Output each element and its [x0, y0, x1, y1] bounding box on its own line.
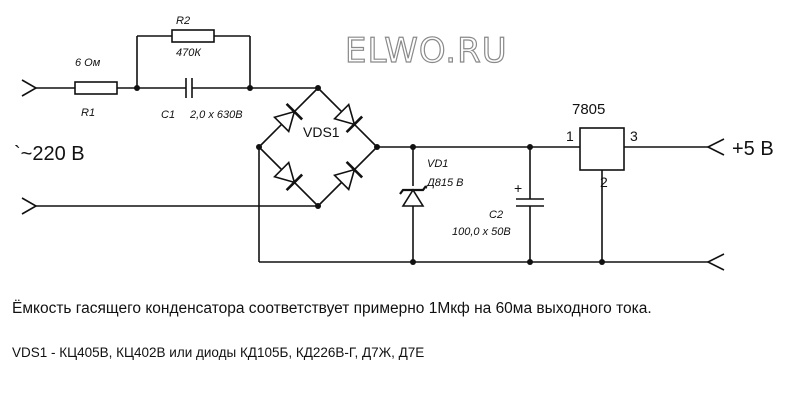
input-terminal-top — [21, 79, 75, 97]
c1-value: 2,0 х 630В — [189, 109, 243, 121]
output-terminal-ground — [706, 253, 725, 271]
input-terminal-bottom — [21, 197, 318, 215]
diode-bridge-4 — [333, 160, 364, 191]
regulator-ref: 7805 — [572, 101, 605, 118]
capacitor-c1 — [185, 78, 193, 98]
junction-dot — [247, 85, 253, 91]
resistor-r1 — [74, 81, 118, 95]
diode-bridge-1 — [333, 103, 364, 134]
r1-ref: R1 — [81, 107, 95, 119]
voltage-regulator-7805 — [579, 127, 625, 171]
c2-polarity: + — [514, 180, 522, 196]
diode-substitutes-note: VDS1 - КЦ405В, КЦ402В или диоды КД105Б, … — [12, 345, 425, 360]
watermark-logo: ELWO.RU — [345, 31, 508, 71]
output-terminal-positive — [706, 138, 725, 156]
bridge-rectifier-vds1 — [258, 87, 378, 207]
output-voltage-label: +5 В — [732, 138, 774, 160]
diode-bridge-2 — [273, 102, 304, 133]
zener-diode-vd1 — [399, 185, 427, 207]
resistor-r2 — [171, 29, 215, 43]
input-voltage-label: `~220 В — [14, 143, 85, 165]
vds1-ref: VDS1 — [303, 124, 340, 140]
capacitor-note: Ёмкость гасящего конденсатора соответств… — [12, 300, 652, 317]
vd1-ref: VD1 — [427, 158, 448, 170]
c1-ref: C1 — [161, 109, 175, 121]
r2-value: 470К — [176, 47, 201, 59]
regulator-pin-in: 1 — [566, 128, 574, 144]
regulator-pin-out: 3 — [630, 128, 638, 144]
c2-value: 100,0 х 50В — [452, 226, 511, 238]
r2-ref: R2 — [176, 15, 190, 27]
diode-bridge-3 — [273, 161, 304, 192]
regulator-pin-gnd: 2 — [600, 174, 608, 190]
r1-value: 6 Ом — [75, 57, 101, 69]
c2-ref: C2 — [489, 209, 503, 221]
junction-dot — [134, 85, 140, 91]
capacitor-c2 — [516, 198, 544, 207]
vd1-value: Д815 В — [425, 177, 464, 189]
